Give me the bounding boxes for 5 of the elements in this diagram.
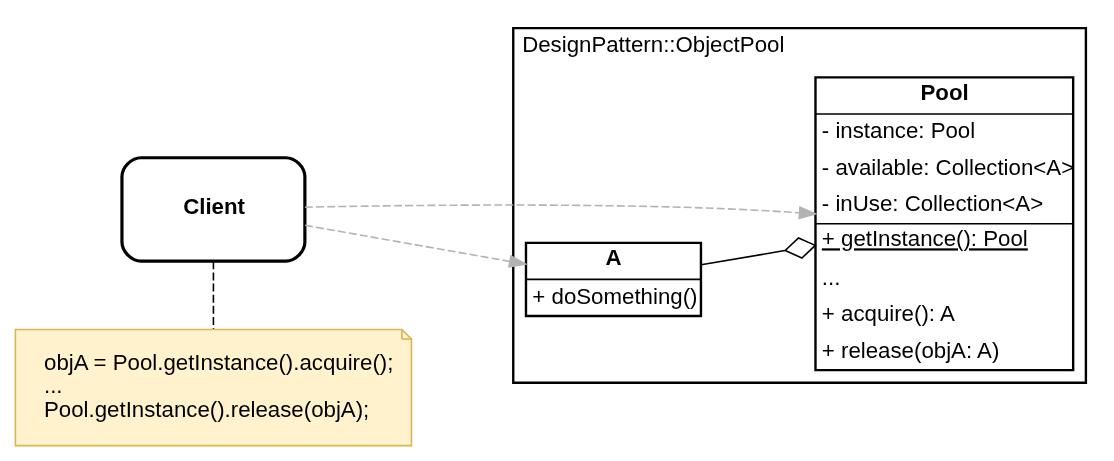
- arrow: [304, 224, 528, 268]
- connector: [700, 236, 817, 266]
- node-box: Client: [120, 156, 307, 263]
- arrow: [304, 204, 818, 220]
- connector: [212, 260, 215, 330]
